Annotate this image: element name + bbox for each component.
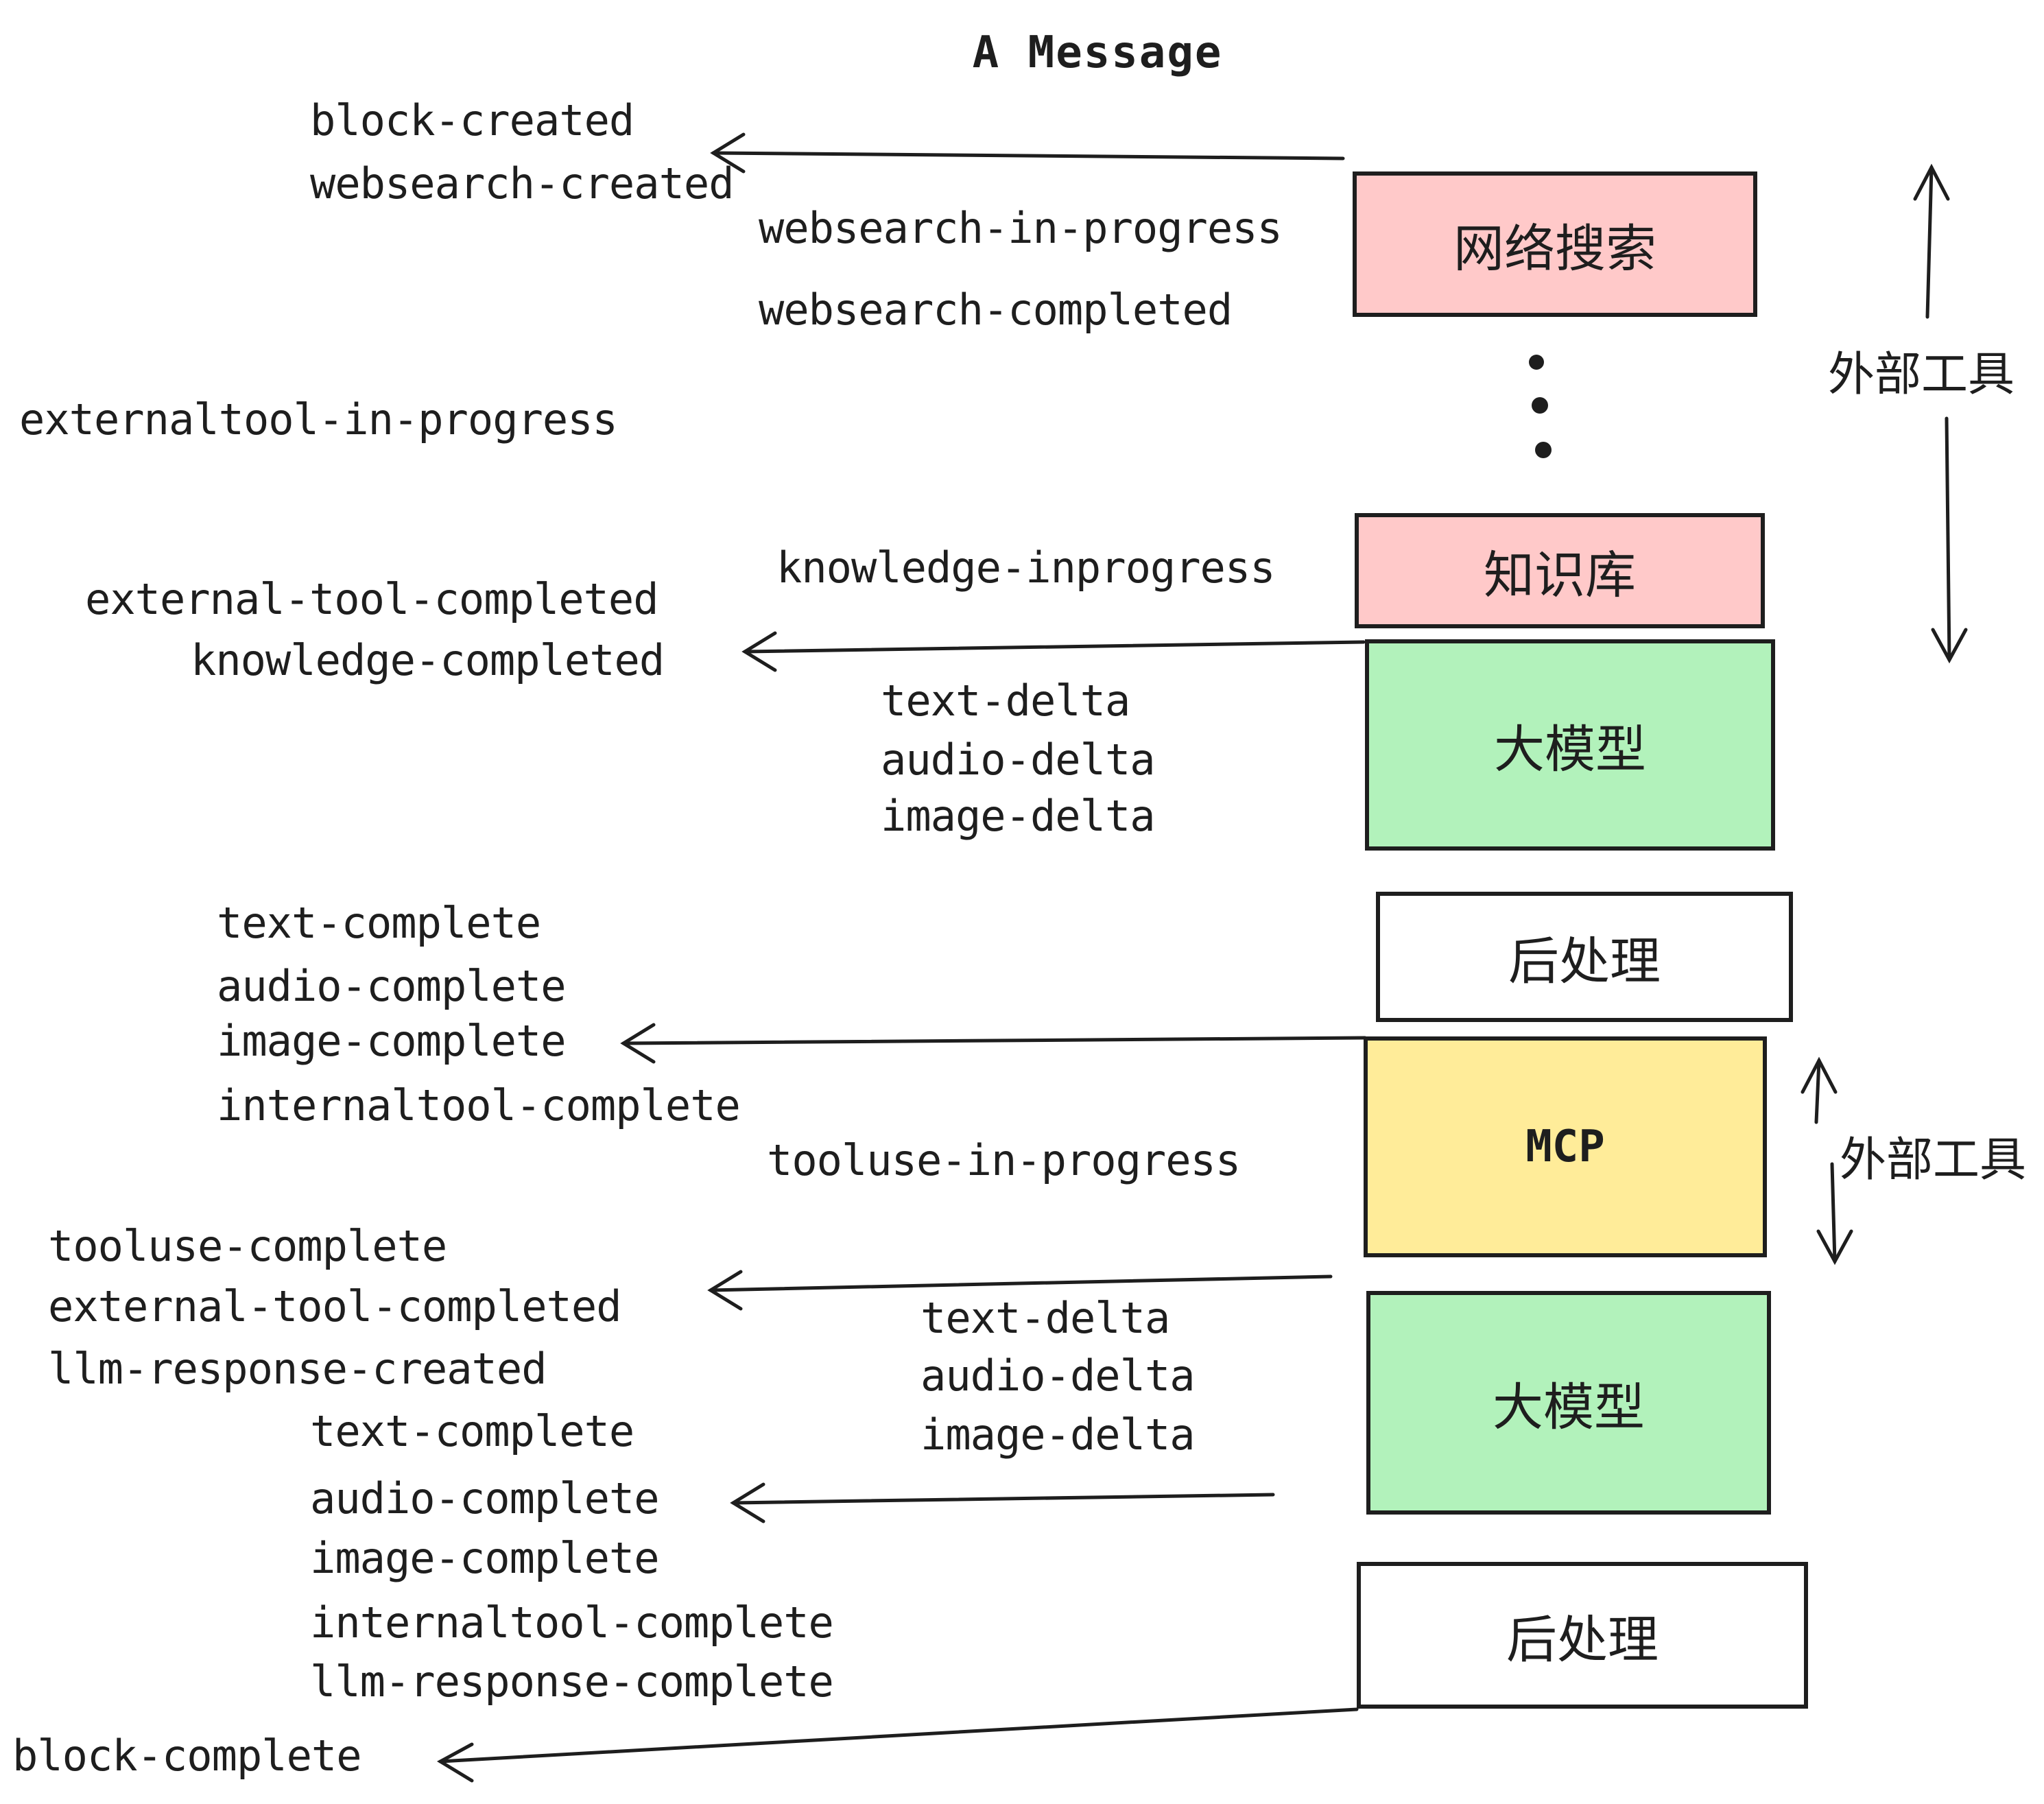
event-external-tool-completed-2: external-tool-completed: [48, 1281, 622, 1331]
external-tools-mcp-up-arrow: [1801, 1056, 1838, 1124]
event-llm-response-created: llm-response-created: [48, 1344, 547, 1394]
box-knowledge: 知识库: [1355, 513, 1765, 628]
event-external-tool-completed-1: external-tool-completed: [85, 574, 659, 624]
event-audio-delta-1: audio-delta: [881, 735, 1156, 785]
external-tools-top-up-arrow: [1913, 163, 1950, 319]
arrow-block-complete: [436, 1707, 1359, 1783]
event-text-complete-1: text-complete: [217, 898, 541, 948]
vertical-ellipsis-icon: [1529, 355, 1552, 458]
external-tools-label-mcp: 外部工具: [1840, 1134, 2027, 1186]
event-block-complete: block-complete: [12, 1731, 362, 1781]
event-websearch-in-progress: websearch-in-progress: [759, 203, 1283, 253]
event-image-delta-1: image-delta: [881, 791, 1156, 841]
event-image-complete-2: image-complete: [310, 1533, 660, 1583]
arrow-knowledge-completed: [741, 631, 1366, 672]
box-postprocess-2-label: 后处理: [1506, 1611, 1659, 1668]
arrow-llm2-complete: [730, 1482, 1275, 1523]
event-text-delta-2: text-delta: [920, 1293, 1170, 1343]
external-tools-label-top: 外部工具: [1828, 348, 2015, 401]
box-llm-2: 大模型: [1366, 1291, 1771, 1515]
box-llm-2-label: 大模型: [1493, 1378, 1645, 1436]
box-mcp-label: MCP: [1525, 1121, 1605, 1172]
event-internaltool-complete-2: internaltool-complete: [310, 1598, 834, 1648]
box-postprocess-2: 后处理: [1357, 1562, 1808, 1709]
box-llm-1-label: 大模型: [1494, 720, 1646, 778]
event-knowledge-completed: knowledge-completed: [191, 635, 665, 685]
event-audio-complete-2: audio-complete: [310, 1473, 660, 1523]
event-knowledge-inprogress: knowledge-inprogress: [776, 543, 1276, 593]
event-image-complete-1: image-complete: [217, 1016, 567, 1066]
event-block-created: block-created: [310, 95, 634, 145]
box-knowledge-label: 知识库: [1484, 546, 1636, 604]
external-tools-top-down-arrow: [1931, 416, 1968, 664]
event-tooluse-in-progress: tooluse-in-progress: [767, 1135, 1241, 1185]
arrow-internal-complete: [620, 1023, 1367, 1064]
box-mcp: MCP: [1364, 1036, 1767, 1257]
box-llm-1: 大模型: [1365, 639, 1775, 851]
event-websearch-created: websearch-created: [310, 158, 735, 209]
box-websearch: 网络搜索: [1353, 171, 1757, 317]
page-title: A Message: [972, 27, 1223, 78]
event-llm-response-complete: llm-response-complete: [310, 1657, 834, 1707]
event-tooluse-complete: tooluse-complete: [48, 1221, 447, 1271]
event-text-delta-1: text-delta: [881, 676, 1130, 726]
event-image-delta-2: image-delta: [920, 1410, 1196, 1460]
box-postprocess-1-label: 后处理: [1508, 932, 1661, 990]
event-websearch-completed: websearch-completed: [759, 285, 1233, 335]
box-postprocess-1: 后处理: [1376, 892, 1793, 1022]
arrow-websearch-created: [710, 132, 1345, 174]
event-externaltool-in-progress: externaltool-in-progress: [19, 394, 618, 444]
event-text-complete-2: text-complete: [310, 1406, 634, 1456]
event-audio-delta-2: audio-delta: [920, 1351, 1196, 1401]
box-websearch-label: 网络搜索: [1453, 219, 1656, 277]
event-internaltool-complete-1: internaltool-complete: [217, 1080, 741, 1130]
event-audio-complete-1: audio-complete: [217, 961, 567, 1011]
